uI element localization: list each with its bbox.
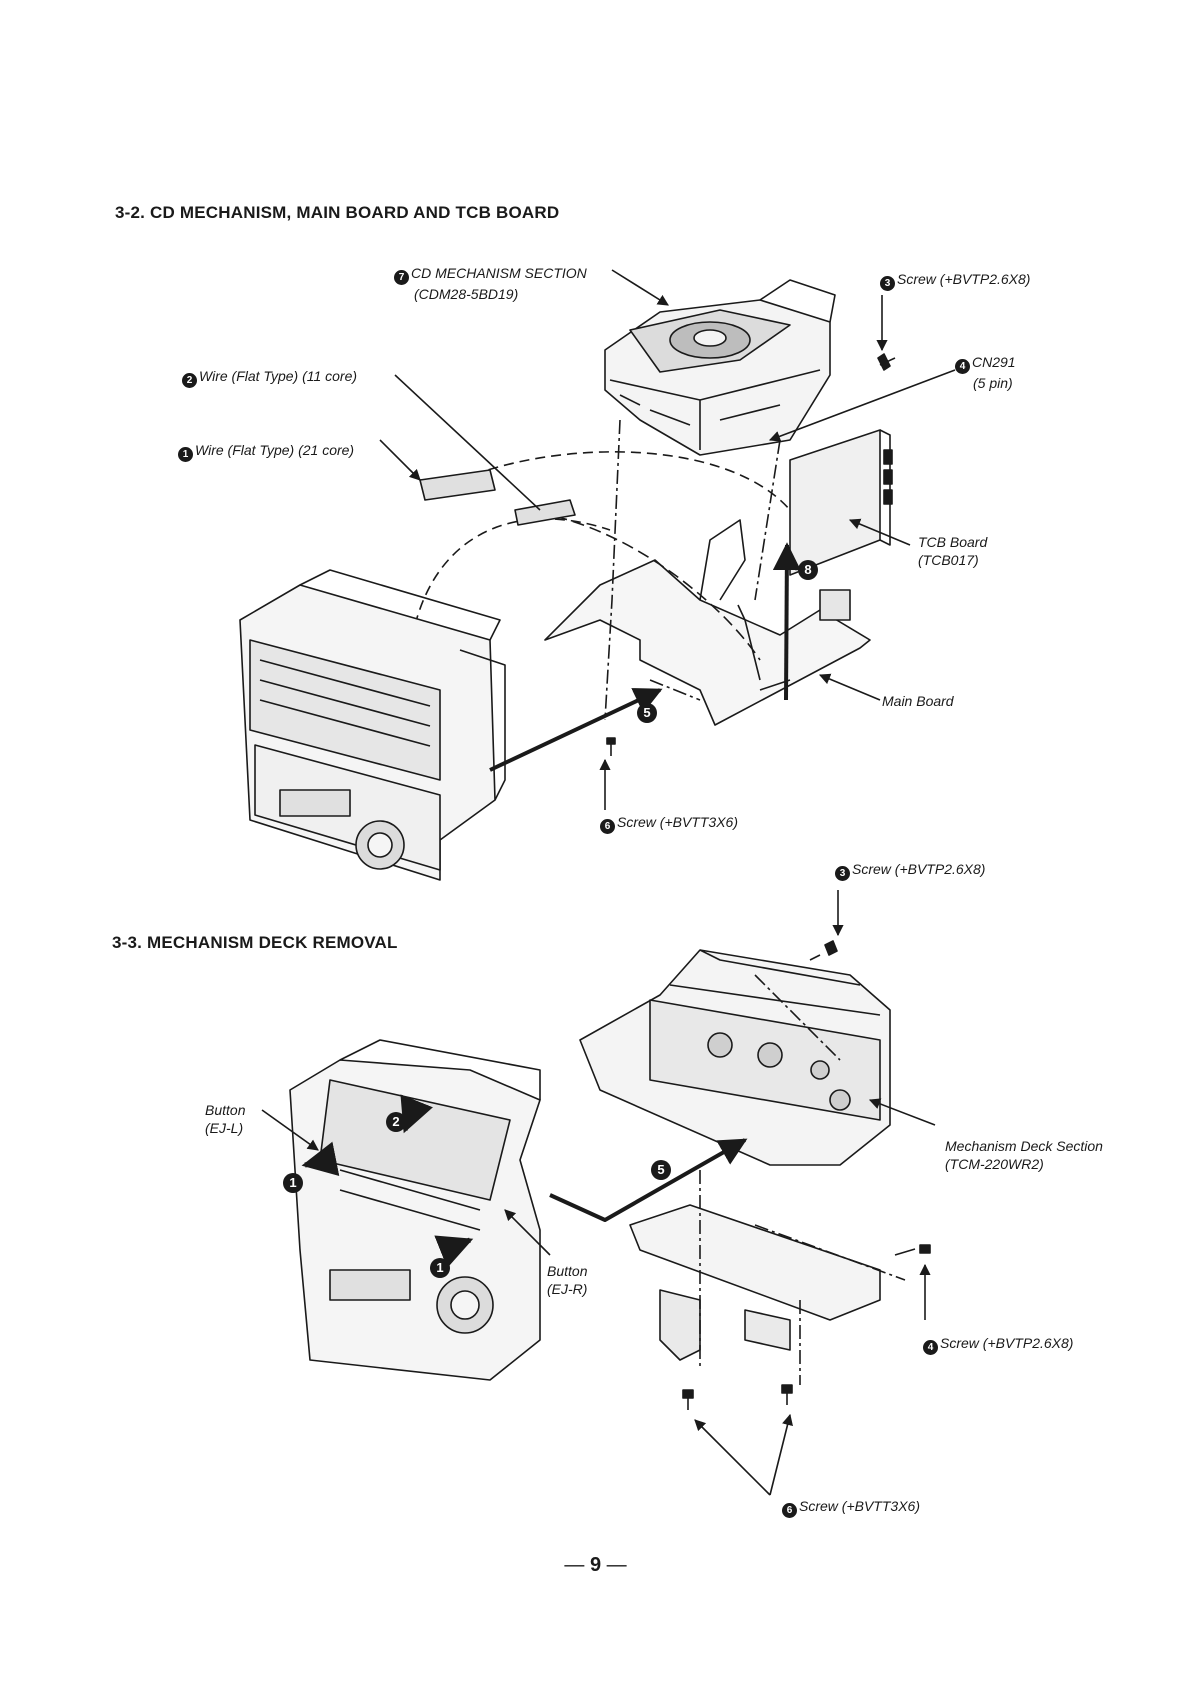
step-number-badge: 6 (600, 819, 615, 834)
label-tcb-board: TCB Board (TCB017) (918, 533, 987, 569)
step-badge-8: 8 (798, 560, 818, 580)
button-model: (EJ-R) (547, 1281, 588, 1297)
screw-text: Screw (+BVTT3X6) (617, 814, 738, 830)
mechanism-deck-text: Mechanism Deck Section (945, 1138, 1103, 1154)
step-badge-5-deck: 5 (651, 1160, 671, 1180)
step-number-badge: 4 (923, 1340, 938, 1355)
step-badge-2: 2 (386, 1112, 406, 1132)
step-number-badge: 1 (178, 447, 193, 462)
step-number-badge: 3 (835, 866, 850, 881)
step-number-badge: 4 (955, 359, 970, 374)
mechanism-deck-unit (579, 949, 891, 1166)
front-panel-unit (239, 569, 506, 881)
step-badge-1-right: 1 (430, 1258, 450, 1278)
deck-bracket-plate (629, 1204, 881, 1361)
arrow-step-5-deck (549, 1138, 748, 1222)
cd-mechanism-unit (604, 279, 836, 456)
front-unit-deck (289, 1039, 541, 1381)
section-heading-deck: 3-3. MECHANISM DECK REMOVAL (112, 933, 398, 952)
button-text: Button (205, 1102, 246, 1118)
step-number-badge: 6 (782, 1503, 797, 1518)
label-mechanism-deck: Mechanism Deck Section (TCM-220WR2) (945, 1137, 1103, 1173)
screw-text: Screw (+BVTP2.6X8) (852, 861, 986, 877)
button-text: Button (547, 1263, 588, 1279)
step-number-badge: 3 (880, 276, 895, 291)
page-number-value: 9 (589, 1554, 602, 1576)
screw-text: Screw (+BVTP2.6X8) (897, 271, 1031, 287)
cn291-pins: (5 pin) (973, 375, 1013, 391)
tcb-board (789, 429, 893, 576)
page-number: — 9 — (564, 1554, 627, 1576)
label-main-board: Main Board (882, 693, 954, 709)
section-heading-cd: 3-2. CD MECHANISM, MAIN BOARD AND TCB BO… (115, 203, 560, 222)
label-button-ej-l: Button (EJ-L) (205, 1101, 245, 1137)
flat-wire-arc (414, 518, 611, 626)
label-button-ej-r: Button (EJ-R) (547, 1262, 587, 1298)
screw-text: Screw (+BVTP2.6X8) (940, 1335, 1074, 1351)
arrow-step-8 (772, 542, 801, 701)
wire-11-text: Wire (Flat Type) (11 core) (199, 368, 358, 384)
tcb-board-model: (TCB017) (918, 552, 979, 568)
arrow-step-5 (489, 688, 663, 772)
cd-mechanism-model: (CDM28-5BD19) (414, 286, 519, 302)
step-badge-5: 5 (637, 703, 657, 723)
step-number-badge: 7 (394, 270, 409, 285)
mechanism-deck-model: (TCM-220WR2) (945, 1156, 1044, 1172)
cn291-text: CN291 (972, 354, 1016, 370)
flat-wire-21-core (429, 451, 791, 511)
screw-text: Screw (+BVTT3X6) (799, 1498, 920, 1514)
tcb-board-text: TCB Board (918, 534, 988, 550)
wire-21-text: Wire (Flat Type) (21 core) (195, 442, 355, 458)
step-badge-1-left: 1 (283, 1173, 303, 1193)
cd-mechanism-text: CD MECHANISM SECTION (411, 265, 587, 281)
button-model: (EJ-L) (205, 1120, 244, 1136)
step-number-badge: 2 (182, 373, 197, 388)
